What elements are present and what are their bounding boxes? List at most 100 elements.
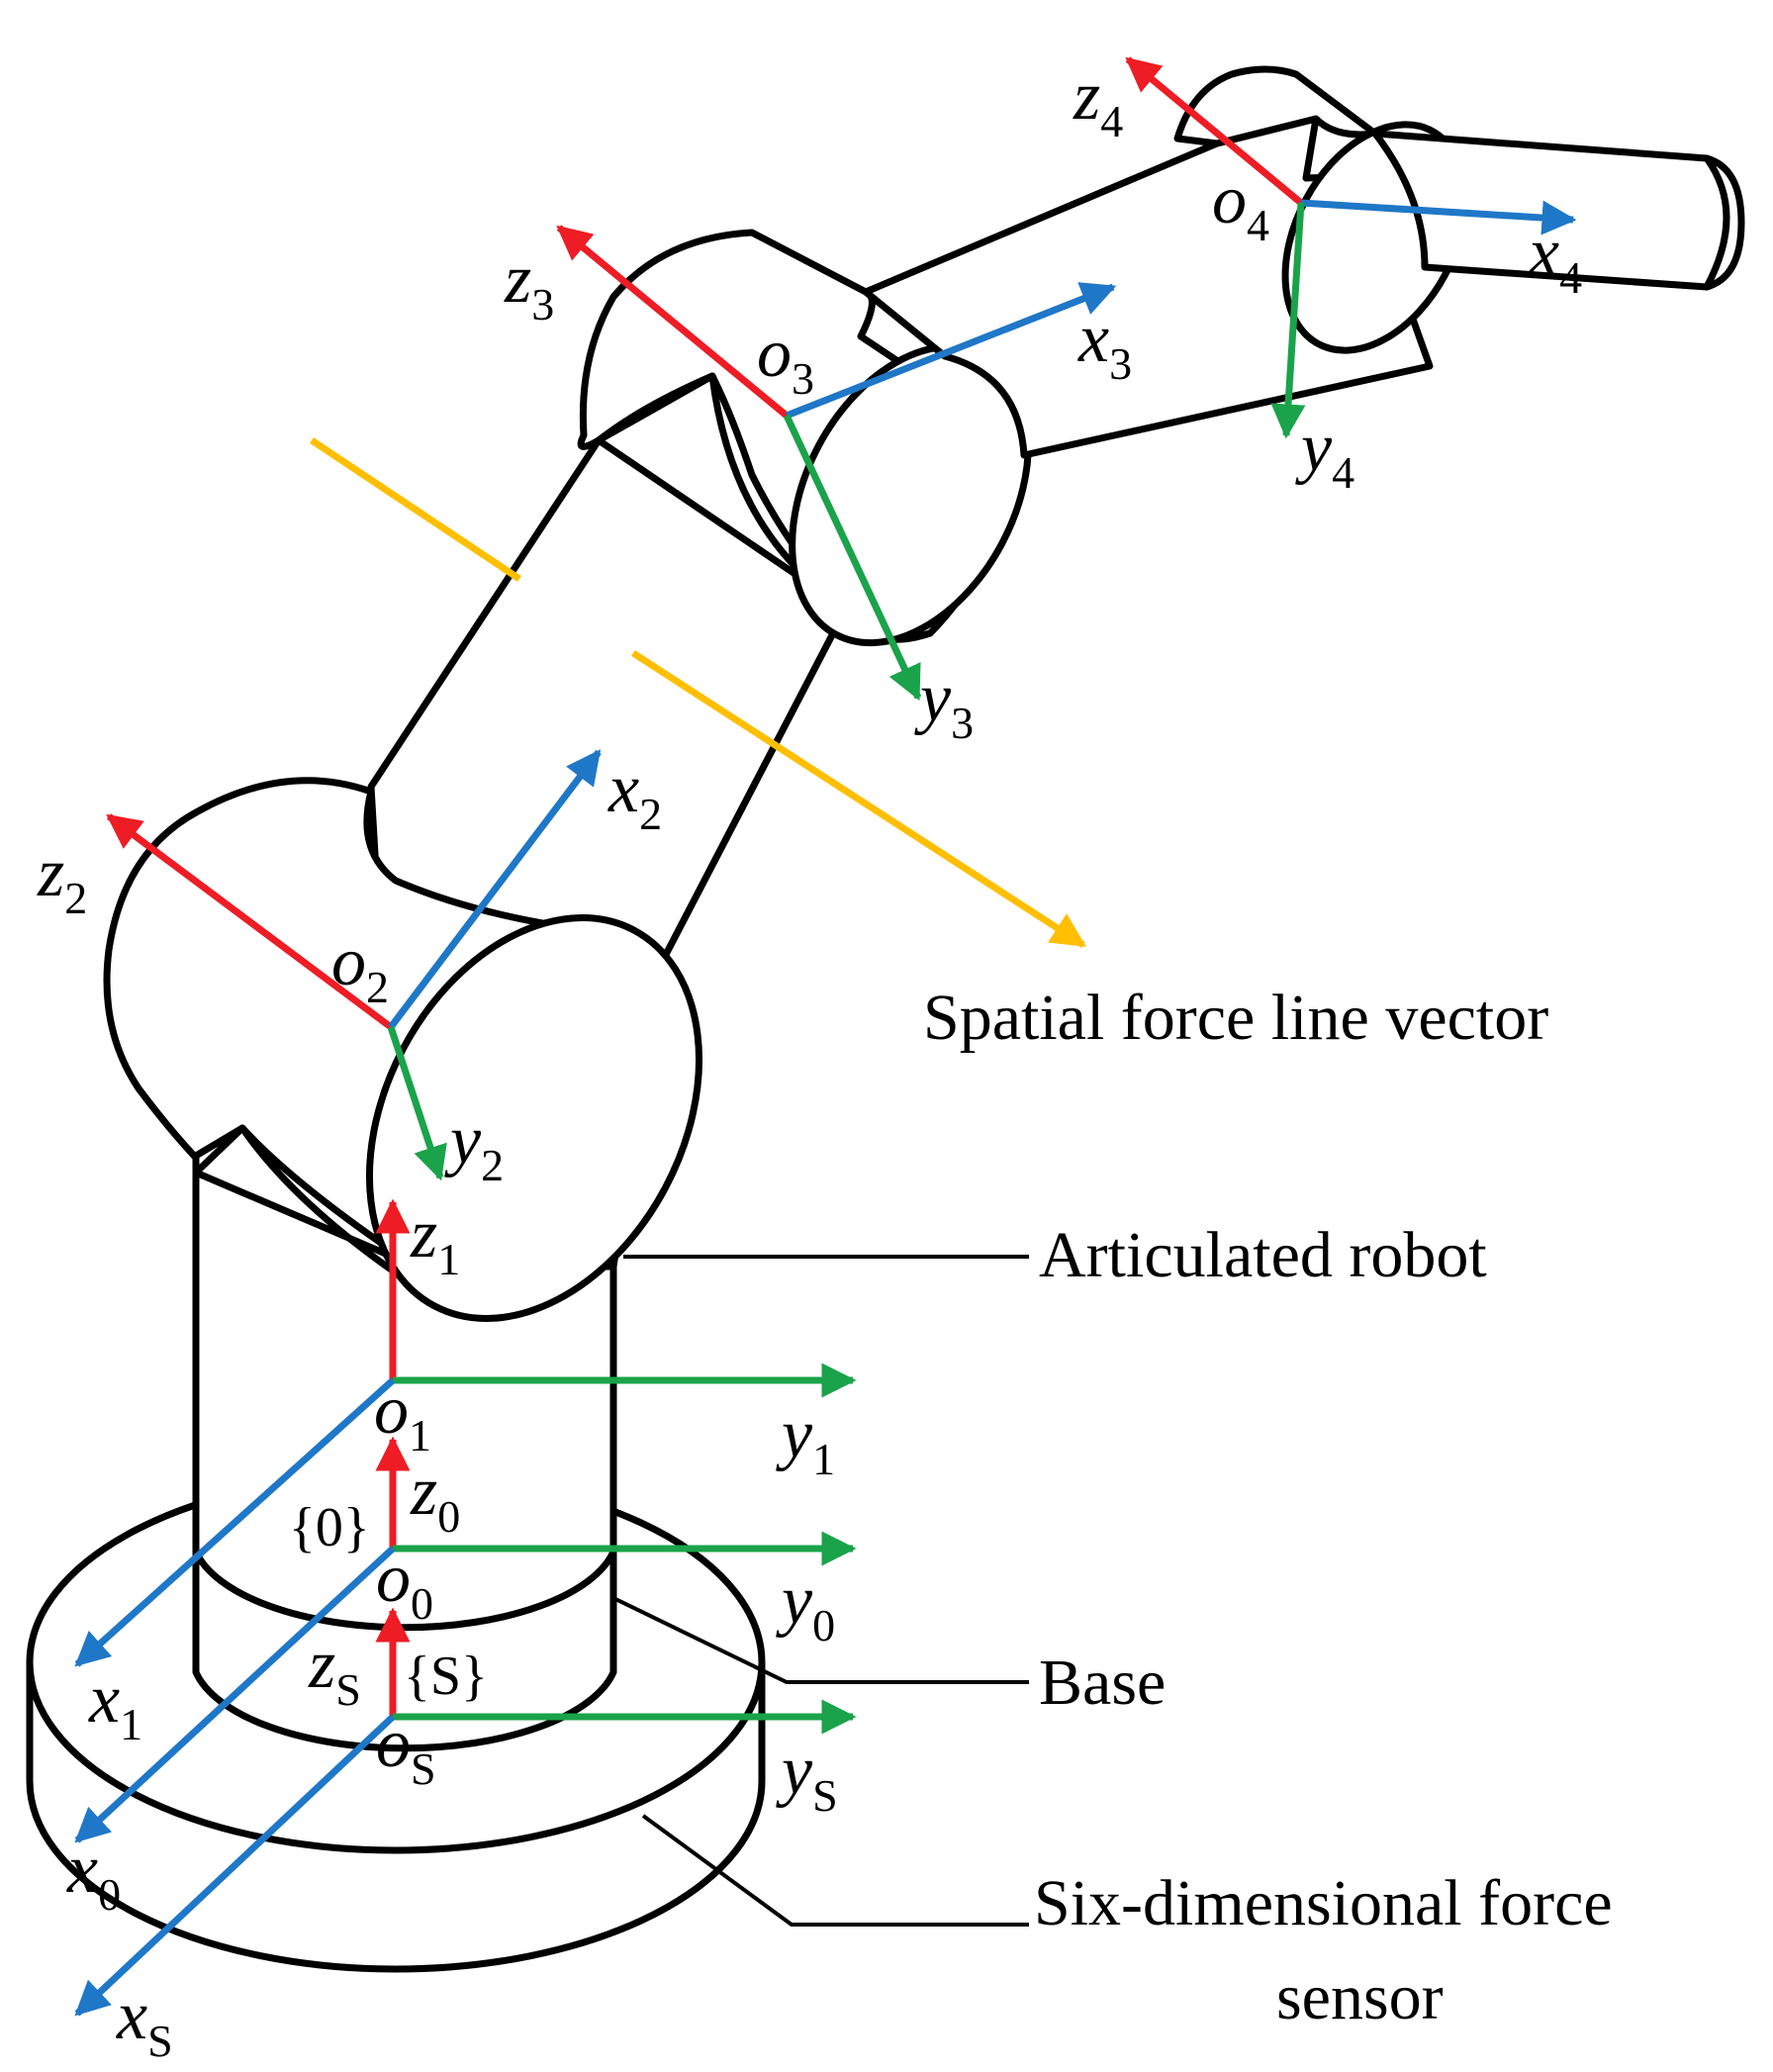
frame-s: zS {S} oS yS xS — [74, 1607, 857, 2066]
z4-sub: 4 — [1100, 96, 1123, 146]
x1-label: x — [88, 1661, 120, 1738]
o1-sub: 1 — [409, 1410, 431, 1460]
callouts: Spatial force line vector Articulated ro… — [923, 982, 1613, 2033]
svg-text:zS: zS — [308, 1627, 361, 1715]
o2-sub: 2 — [366, 962, 389, 1012]
x2-axis — [388, 749, 602, 1030]
robot-callout: Articulated robot — [1039, 1219, 1487, 1291]
y3-label: y — [914, 660, 952, 736]
force-line-callout: Spatial force line vector — [923, 982, 1548, 1054]
zs-label: z — [308, 1627, 335, 1703]
frame-4: z4 o4 x4 y4 — [1073, 56, 1582, 498]
z3-label: z — [504, 241, 531, 318]
frame-0-label: {0} — [289, 1497, 370, 1558]
z0-label: z — [410, 1454, 437, 1530]
shoulder-notch — [192, 1124, 420, 1290]
y3-axis — [783, 414, 922, 702]
z2-axis — [106, 813, 394, 1030]
o2-label: o — [331, 924, 366, 1000]
x4-sub: 4 — [1559, 252, 1582, 303]
z3-axis — [556, 225, 790, 419]
frame-1: z1 o1 y1 x1 — [74, 1196, 857, 1749]
y3-sub: 3 — [951, 698, 974, 748]
svg-text:oS: oS — [376, 1706, 436, 1794]
y1-sub: 1 — [812, 1434, 835, 1484]
svg-text:o1: o1 — [374, 1372, 431, 1460]
ys-sub: S — [812, 1770, 838, 1821]
z2-label: z — [37, 835, 64, 911]
z0-sub: 0 — [437, 1491, 460, 1542]
z4-axis — [1125, 56, 1304, 206]
y2-axis — [387, 1025, 447, 1181]
os-label: o — [376, 1706, 411, 1782]
z1-label: z — [410, 1196, 437, 1272]
x2-label: x — [607, 751, 639, 827]
svg-text:y2: y2 — [444, 1102, 504, 1190]
z4-label: z — [1073, 58, 1100, 135]
o3-label: o — [757, 316, 792, 392]
o0-sub: 0 — [411, 1578, 433, 1629]
y0-label: y — [776, 1562, 813, 1639]
sensor-callout-line2: sensor — [1276, 1961, 1444, 2033]
svg-text:xS: xS — [116, 1978, 173, 2066]
x4-axis — [1300, 199, 1577, 235]
y0-sub: 0 — [812, 1600, 835, 1650]
y2-sub: 2 — [481, 1140, 504, 1190]
o1-label: o — [374, 1372, 409, 1449]
z2-sub: 2 — [64, 873, 87, 923]
shoulder-joint-face — [365, 914, 703, 1322]
svg-text:y3: y3 — [914, 660, 974, 748]
y4-label: y — [1295, 410, 1333, 486]
svg-text:z3: z3 — [504, 241, 554, 330]
x0-sub: 0 — [98, 1869, 121, 1920]
leader-base — [612, 1596, 1029, 1684]
x4-label: x — [1528, 215, 1559, 291]
ys-label: y — [776, 1733, 813, 1809]
x0-label: x — [66, 1832, 98, 1908]
y1-label: y — [776, 1396, 813, 1472]
os-sub: S — [411, 1743, 436, 1794]
y4-sub: 4 — [1332, 447, 1354, 498]
svg-text:x4: x4 — [1528, 215, 1582, 303]
svg-text:z4: z4 — [1073, 58, 1123, 146]
svg-text:x3: x3 — [1077, 301, 1132, 389]
o4-label: o — [1212, 162, 1247, 238]
xs-axis — [74, 1714, 396, 2017]
xs-sub: S — [147, 2016, 173, 2066]
o3-sub: 3 — [792, 353, 814, 404]
svg-text:y0: y0 — [776, 1562, 835, 1650]
y2-label: y — [444, 1102, 482, 1178]
x3-axis — [785, 282, 1117, 420]
svg-text:o2: o2 — [331, 924, 389, 1012]
leader-sensor — [641, 1814, 1029, 1927]
svg-text:x2: x2 — [607, 751, 662, 839]
frame-2: z2 o2 x2 y2 — [37, 749, 662, 1190]
svg-text:z1: z1 — [410, 1196, 460, 1284]
x2-sub: 2 — [639, 789, 662, 839]
sensor-callout-line1: Six-dimensional force — [1034, 1867, 1613, 1939]
base-callout: Base — [1039, 1647, 1166, 1719]
wrist-housing — [1173, 65, 1379, 147]
xs-label: x — [116, 1978, 147, 2054]
svg-text:z2: z2 — [37, 835, 87, 923]
zs-sub: S — [335, 1664, 361, 1715]
o0-label: o — [376, 1541, 411, 1617]
o4-sub: 4 — [1247, 200, 1269, 250]
frame-0: {0} z0 o0 y0 x0 — [66, 1436, 857, 1920]
svg-text:y1: y1 — [776, 1396, 835, 1484]
force-line-tail — [310, 437, 521, 582]
frame-s-label: {S} — [404, 1646, 488, 1707]
y4-axis — [1270, 202, 1306, 439]
force-line-arrow — [631, 650, 1086, 948]
frame-3: z3 o3 x3 y3 — [504, 225, 1132, 748]
tool-cylinder-cap — [1703, 154, 1745, 291]
x3-sub: 3 — [1109, 338, 1132, 389]
svg-text:o0: o0 — [376, 1541, 433, 1629]
svg-text:o4: o4 — [1212, 162, 1269, 250]
svg-text:x0: x0 — [66, 1832, 121, 1920]
svg-text:x1: x1 — [88, 1661, 142, 1749]
force-line-vector — [310, 437, 1086, 948]
svg-text:y4: y4 — [1295, 410, 1354, 498]
svg-text:yS: yS — [776, 1733, 838, 1821]
